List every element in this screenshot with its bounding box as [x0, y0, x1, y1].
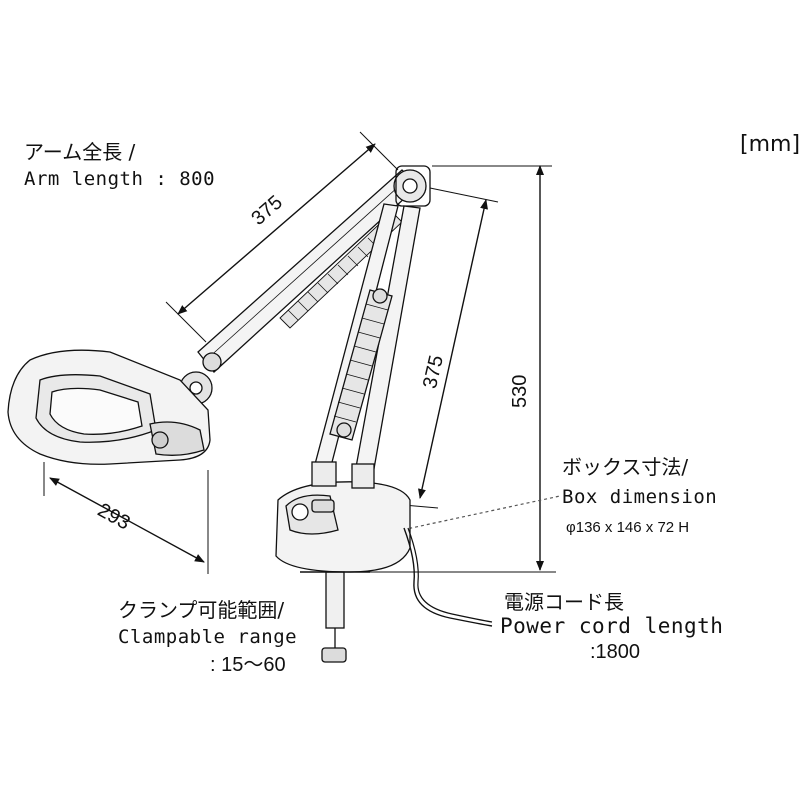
arm-length-jp: アーム全長 /	[24, 140, 136, 164]
dimension-upper-arm	[165, 131, 399, 343]
clamp	[325, 571, 345, 629]
power-cord	[403, 527, 493, 627]
box-dimension-value: φ136 x 146 x 72 H	[566, 519, 690, 536]
dimension-height-label: 530	[509, 374, 531, 408]
arm-length-en: Arm length : 800	[24, 168, 216, 190]
clamp-range-jp: クランプ可能範囲/	[118, 598, 285, 622]
dimension-height	[350, 165, 556, 573]
lens	[49, 387, 143, 435]
power-cord-en: Power cord length	[500, 614, 724, 638]
box-dimension-en: Box dimension	[562, 486, 718, 508]
lamp-body	[7, 165, 493, 663]
clamp-range-value: : 15～60	[210, 654, 286, 676]
box-dimension-jp: ボックス寸法/	[562, 455, 689, 479]
unit-label: [mm]	[740, 132, 800, 157]
power-cord-value: :1800	[590, 641, 641, 663]
clamp-range-en: Clampable range	[118, 626, 298, 648]
power-cord-jp: 電源コード長	[504, 590, 624, 614]
dimension-lens-width	[43, 462, 209, 574]
